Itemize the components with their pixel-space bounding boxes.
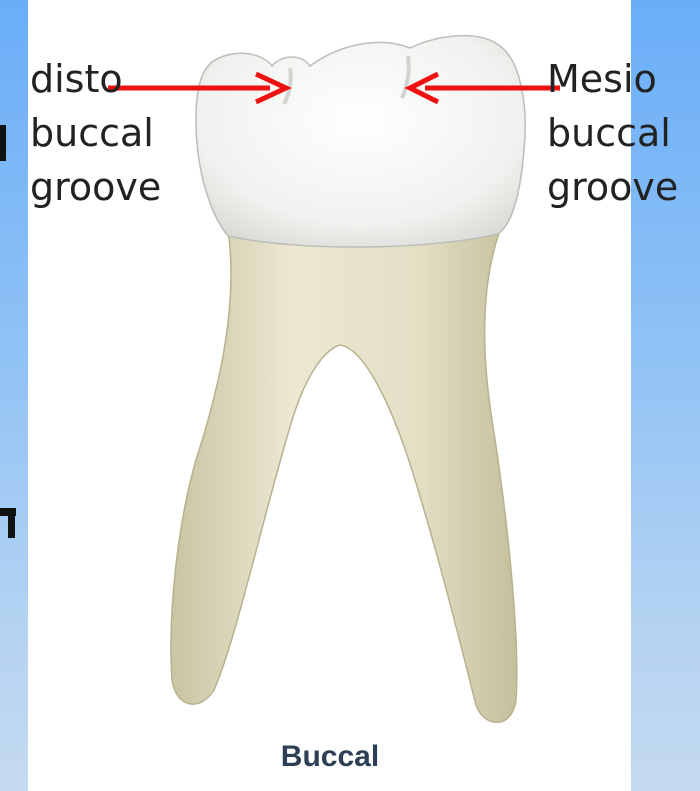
edge-fragment-top bbox=[0, 125, 6, 161]
tooth-crown bbox=[196, 36, 525, 247]
mesiobuccal-groove-label: Mesio buccal groove bbox=[547, 52, 678, 214]
view-caption: Buccal bbox=[0, 740, 660, 774]
tooth-root bbox=[171, 230, 517, 722]
distobuccal-groove-label: disto buccal groove bbox=[30, 52, 161, 214]
edge-fragment-bottom-stem bbox=[8, 508, 15, 538]
